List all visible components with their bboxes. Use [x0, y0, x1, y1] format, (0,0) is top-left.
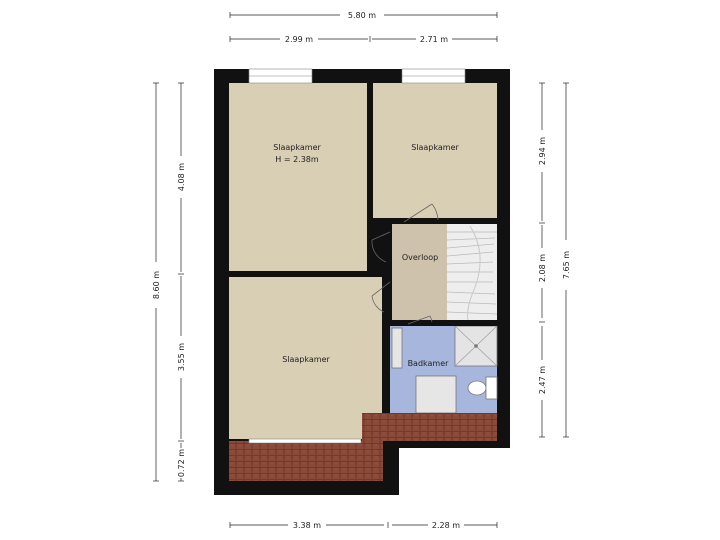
roof-section-right [362, 413, 497, 441]
dim-left-lower: 0.72 m [177, 449, 186, 477]
dim-left-middle: 3.55 m [177, 343, 186, 371]
dim-right-total: 7.65 m [562, 251, 571, 279]
vanity [391, 327, 403, 369]
dim-bottom-left: 3.38 m [293, 521, 321, 530]
room-overloop [392, 224, 447, 322]
dim-bottom-right: 2.28 m [432, 521, 460, 530]
label-slaapkamer-1-height: H = 2.38m [275, 155, 319, 164]
dim-top-left: 2.99 m [285, 35, 313, 44]
dim-right-upper: 2.94 m [538, 137, 547, 165]
label-overloop: Overloop [402, 253, 438, 262]
bathtub-or-sink [415, 375, 457, 414]
dim-left-total: 8.60 m [152, 271, 161, 299]
dim-left-upper: 4.08 m [177, 163, 186, 191]
roof-section-left [229, 441, 383, 481]
doors [371, 203, 439, 325]
dimension-labels: 5.80 m 2.99 m 2.71 m 3.38 m 2.28 m 8.60 … [152, 11, 571, 530]
room-slaapkamer-1 [229, 83, 367, 271]
room-slaapkamer-3 [229, 277, 382, 439]
interior-walls [229, 83, 497, 413]
label-slaapkamer-2: Slaapkamer [411, 143, 459, 152]
toilet [467, 380, 487, 396]
dim-top-total: 5.80 m [348, 11, 376, 20]
dim-right-lower: 2.47 m [538, 366, 547, 394]
label-slaapkamer-3: Slaapkamer [282, 355, 330, 364]
label-badkamer: Badkamer [408, 359, 450, 368]
label-slaapkamer-1: Slaapkamer [273, 143, 321, 152]
dim-top-right: 2.71 m [420, 35, 448, 44]
dimension-lines [153, 12, 569, 528]
windows [248, 68, 466, 444]
room-slaapkamer-2 [373, 83, 497, 218]
bathroom-fixtures [391, 325, 498, 414]
staircase [446, 224, 498, 322]
dim-right-middle: 2.08 m [538, 254, 547, 282]
